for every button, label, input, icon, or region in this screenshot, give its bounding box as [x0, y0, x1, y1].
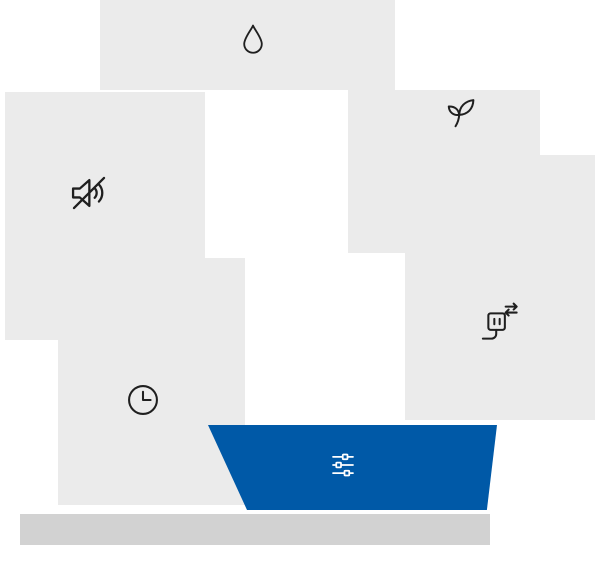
plug-sync-icon [475, 300, 519, 344]
bottom-bar [20, 514, 490, 545]
clock-icon [124, 381, 162, 419]
leaves-icon [438, 93, 478, 133]
sliders-icon [328, 450, 358, 480]
connectivity-tile[interactable] [405, 155, 595, 420]
water-tile[interactable] [100, 0, 395, 90]
water-drop-icon [236, 20, 270, 60]
delay-timer-tile[interactable] [58, 258, 245, 505]
custom-settings-tile[interactable] [208, 425, 497, 510]
speaker-muted-icon [66, 170, 112, 216]
